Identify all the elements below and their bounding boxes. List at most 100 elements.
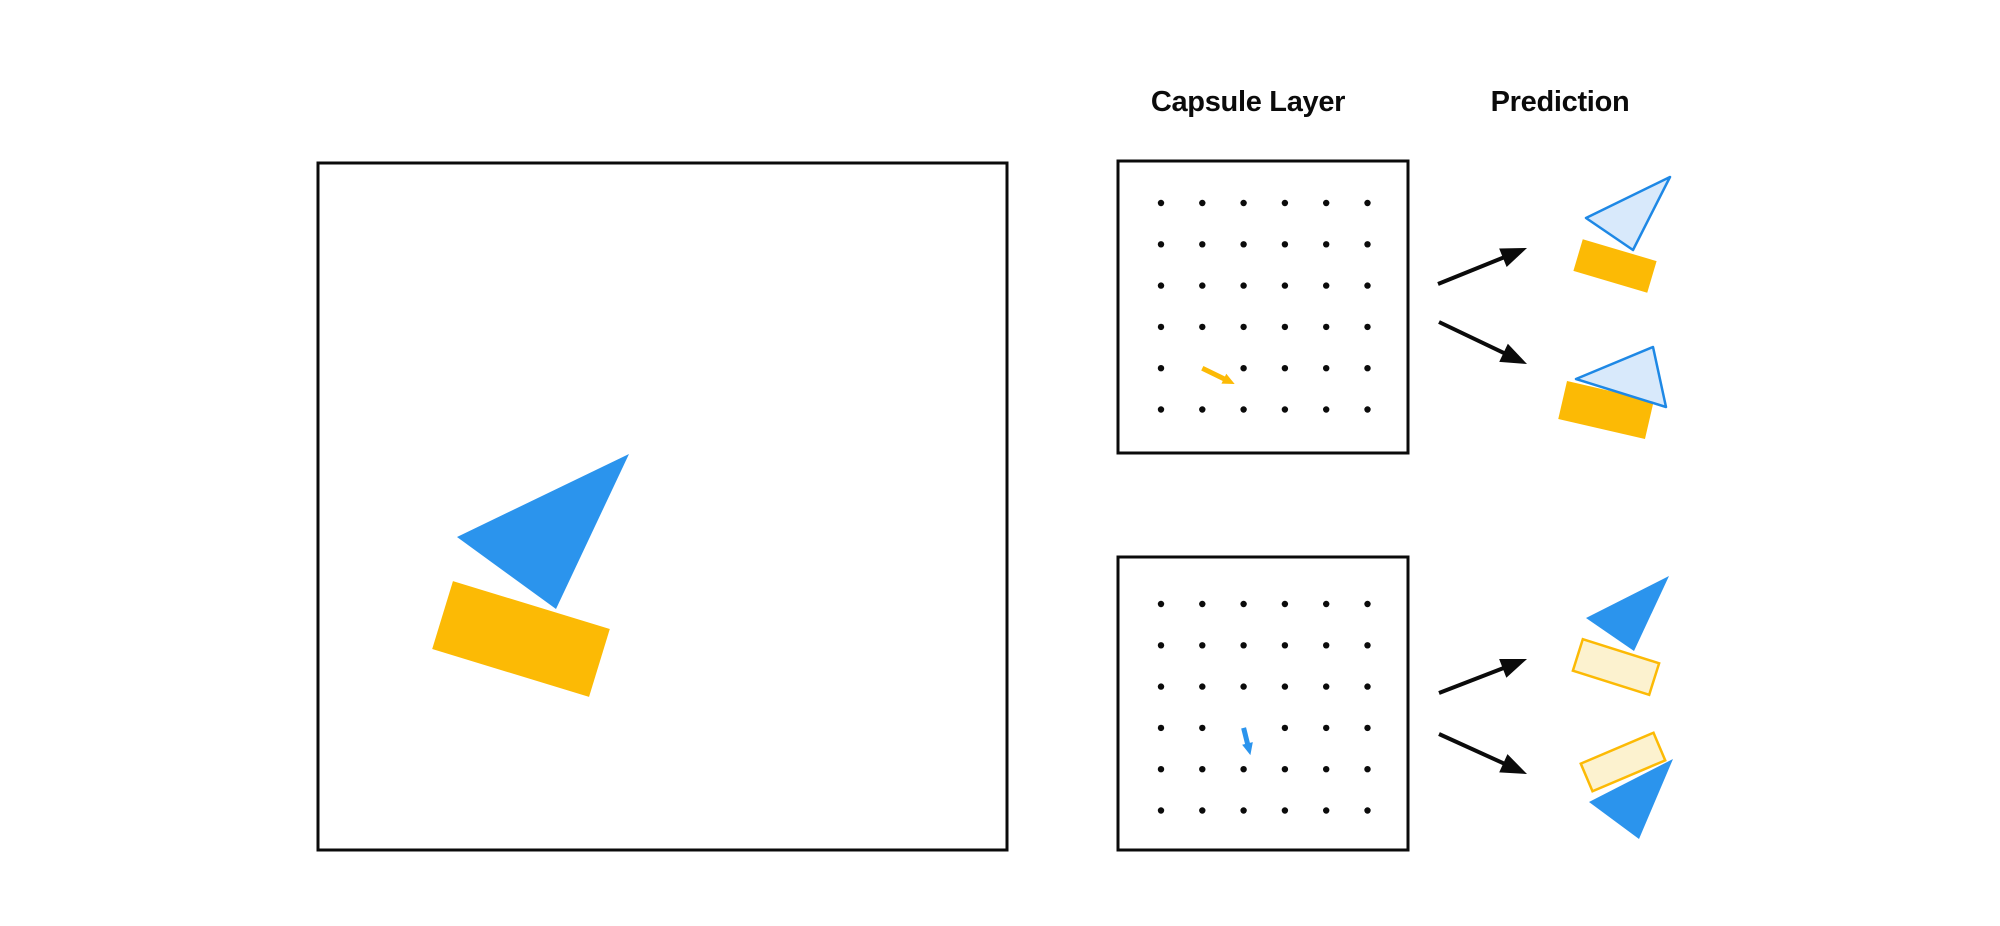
capsule-dot <box>1323 766 1330 773</box>
capsule-dot <box>1199 199 1206 207</box>
capsule-dot <box>1281 282 1289 289</box>
capsule-dot <box>1281 199 1289 207</box>
capsule-dot <box>1364 323 1371 331</box>
capsule-box-1 <box>1116 159 1410 455</box>
prediction-4-rectangle <box>1579 731 1667 793</box>
prediction-2-rectangle <box>1558 380 1654 440</box>
capsule-dot <box>1199 282 1206 289</box>
connector-arrow-1-head <box>1499 248 1527 268</box>
capsule-dot <box>1157 241 1165 248</box>
connector-arrow-1-shaft <box>1437 255 1506 286</box>
capsule-dot <box>1364 241 1371 248</box>
capsule-dot <box>1199 241 1206 248</box>
capsule-dot <box>1240 365 1247 372</box>
capsule-dot <box>1281 365 1289 372</box>
capsule-dot <box>1199 600 1206 608</box>
capsule-dot <box>1281 241 1289 248</box>
capsule-dot <box>1281 683 1289 690</box>
capsule-box-2 <box>1116 555 1410 852</box>
capsule-dot <box>1157 807 1165 814</box>
capsule-dot <box>1364 406 1371 413</box>
capsule-dot <box>1323 683 1330 690</box>
capsule-layer-heading: Capsule Layer <box>1150 86 1346 118</box>
capsule-dot <box>1323 807 1330 814</box>
capsule-dot <box>1199 766 1206 773</box>
capsule-dot <box>1240 241 1247 248</box>
prediction-3-rectangle <box>1571 637 1661 697</box>
capsule-dot <box>1199 724 1206 732</box>
capsule-box-2-pose-arrow-head <box>1242 742 1253 756</box>
capsule-dot <box>1157 766 1165 773</box>
capsule-dot <box>1199 323 1206 331</box>
capsule-dot <box>1281 600 1289 608</box>
capsule-box-1-pose-arrow-shaft <box>1201 365 1227 382</box>
prediction-3-triangle <box>1586 576 1669 651</box>
capsule-dot <box>1240 600 1247 608</box>
capsule-dot <box>1281 406 1289 413</box>
prediction-heading: Prediction <box>1490 86 1630 118</box>
capsule-dot <box>1364 724 1371 732</box>
capsule-dot <box>1281 807 1289 814</box>
capsule-dot <box>1157 600 1165 608</box>
input-triangle <box>457 454 629 609</box>
prediction-2 <box>1558 345 1668 440</box>
capsule-dot <box>1281 642 1289 649</box>
capsule-dot <box>1281 323 1289 331</box>
capsule-dot <box>1199 683 1206 690</box>
connector-arrows <box>1437 248 1527 774</box>
prediction-4-triangle <box>1589 759 1673 839</box>
capsule-dot <box>1157 323 1165 331</box>
connector-arrow-3-head <box>1499 659 1527 678</box>
capsule-dot <box>1157 282 1165 289</box>
capsule-dot <box>1323 642 1330 649</box>
connector-arrow-4-head <box>1499 754 1527 774</box>
capsule-box-1-pose-arrow-head <box>1221 373 1235 384</box>
capsule-box-2-frame <box>1116 555 1410 852</box>
capsule-dot <box>1240 807 1247 814</box>
capsule-box-2-pose-arrow-shaft <box>1241 727 1251 746</box>
capsule-dot <box>1240 323 1247 331</box>
capsule-dot <box>1323 323 1330 331</box>
capsule-dot <box>1323 406 1330 413</box>
capsule-dot <box>1281 766 1289 773</box>
capsule-dot <box>1364 642 1371 649</box>
capsule-layer-panels <box>1116 159 1410 852</box>
capsule-dot <box>1240 406 1247 413</box>
capsule-dot <box>1323 724 1330 732</box>
capsule-dot <box>1157 724 1165 732</box>
capsule-dot <box>1199 642 1206 649</box>
capsule-dot <box>1157 642 1165 649</box>
capsule-dot <box>1157 365 1165 372</box>
prediction-4 <box>1579 731 1673 839</box>
capsule-dot <box>1323 199 1330 207</box>
capsule-dot <box>1364 199 1371 207</box>
connector-arrow-3-shaft <box>1438 665 1506 695</box>
capsule-dot <box>1364 766 1371 773</box>
capsule-dot <box>1240 766 1247 773</box>
connector-arrow-2-head <box>1499 343 1527 364</box>
prediction-1-rectangle <box>1573 239 1657 293</box>
capsule-dot <box>1157 199 1165 207</box>
capsule-dot <box>1281 724 1289 732</box>
capsule-dot <box>1240 683 1247 690</box>
capsule-dot <box>1364 600 1371 608</box>
capsule-box-1-frame <box>1116 159 1410 455</box>
input-rectangle <box>432 581 610 697</box>
capsule-dot <box>1240 282 1247 289</box>
capsule-dot <box>1240 199 1247 207</box>
input-image-panel <box>316 161 1009 852</box>
input-image-box <box>316 161 1009 852</box>
capsule-dot <box>1157 406 1165 413</box>
connector-arrow-4-shaft <box>1438 732 1506 766</box>
capsule-dot <box>1323 365 1330 372</box>
connector-arrow-2-shaft <box>1438 320 1507 356</box>
prediction-panels <box>1558 175 1673 839</box>
capsule-dot <box>1323 282 1330 289</box>
capsule-dot <box>1364 807 1371 814</box>
capsule-dot <box>1157 683 1165 690</box>
prediction-1 <box>1573 175 1672 293</box>
capsule-dot <box>1364 683 1371 690</box>
capsule-dot <box>1199 406 1206 413</box>
capsule-dot <box>1323 241 1330 248</box>
